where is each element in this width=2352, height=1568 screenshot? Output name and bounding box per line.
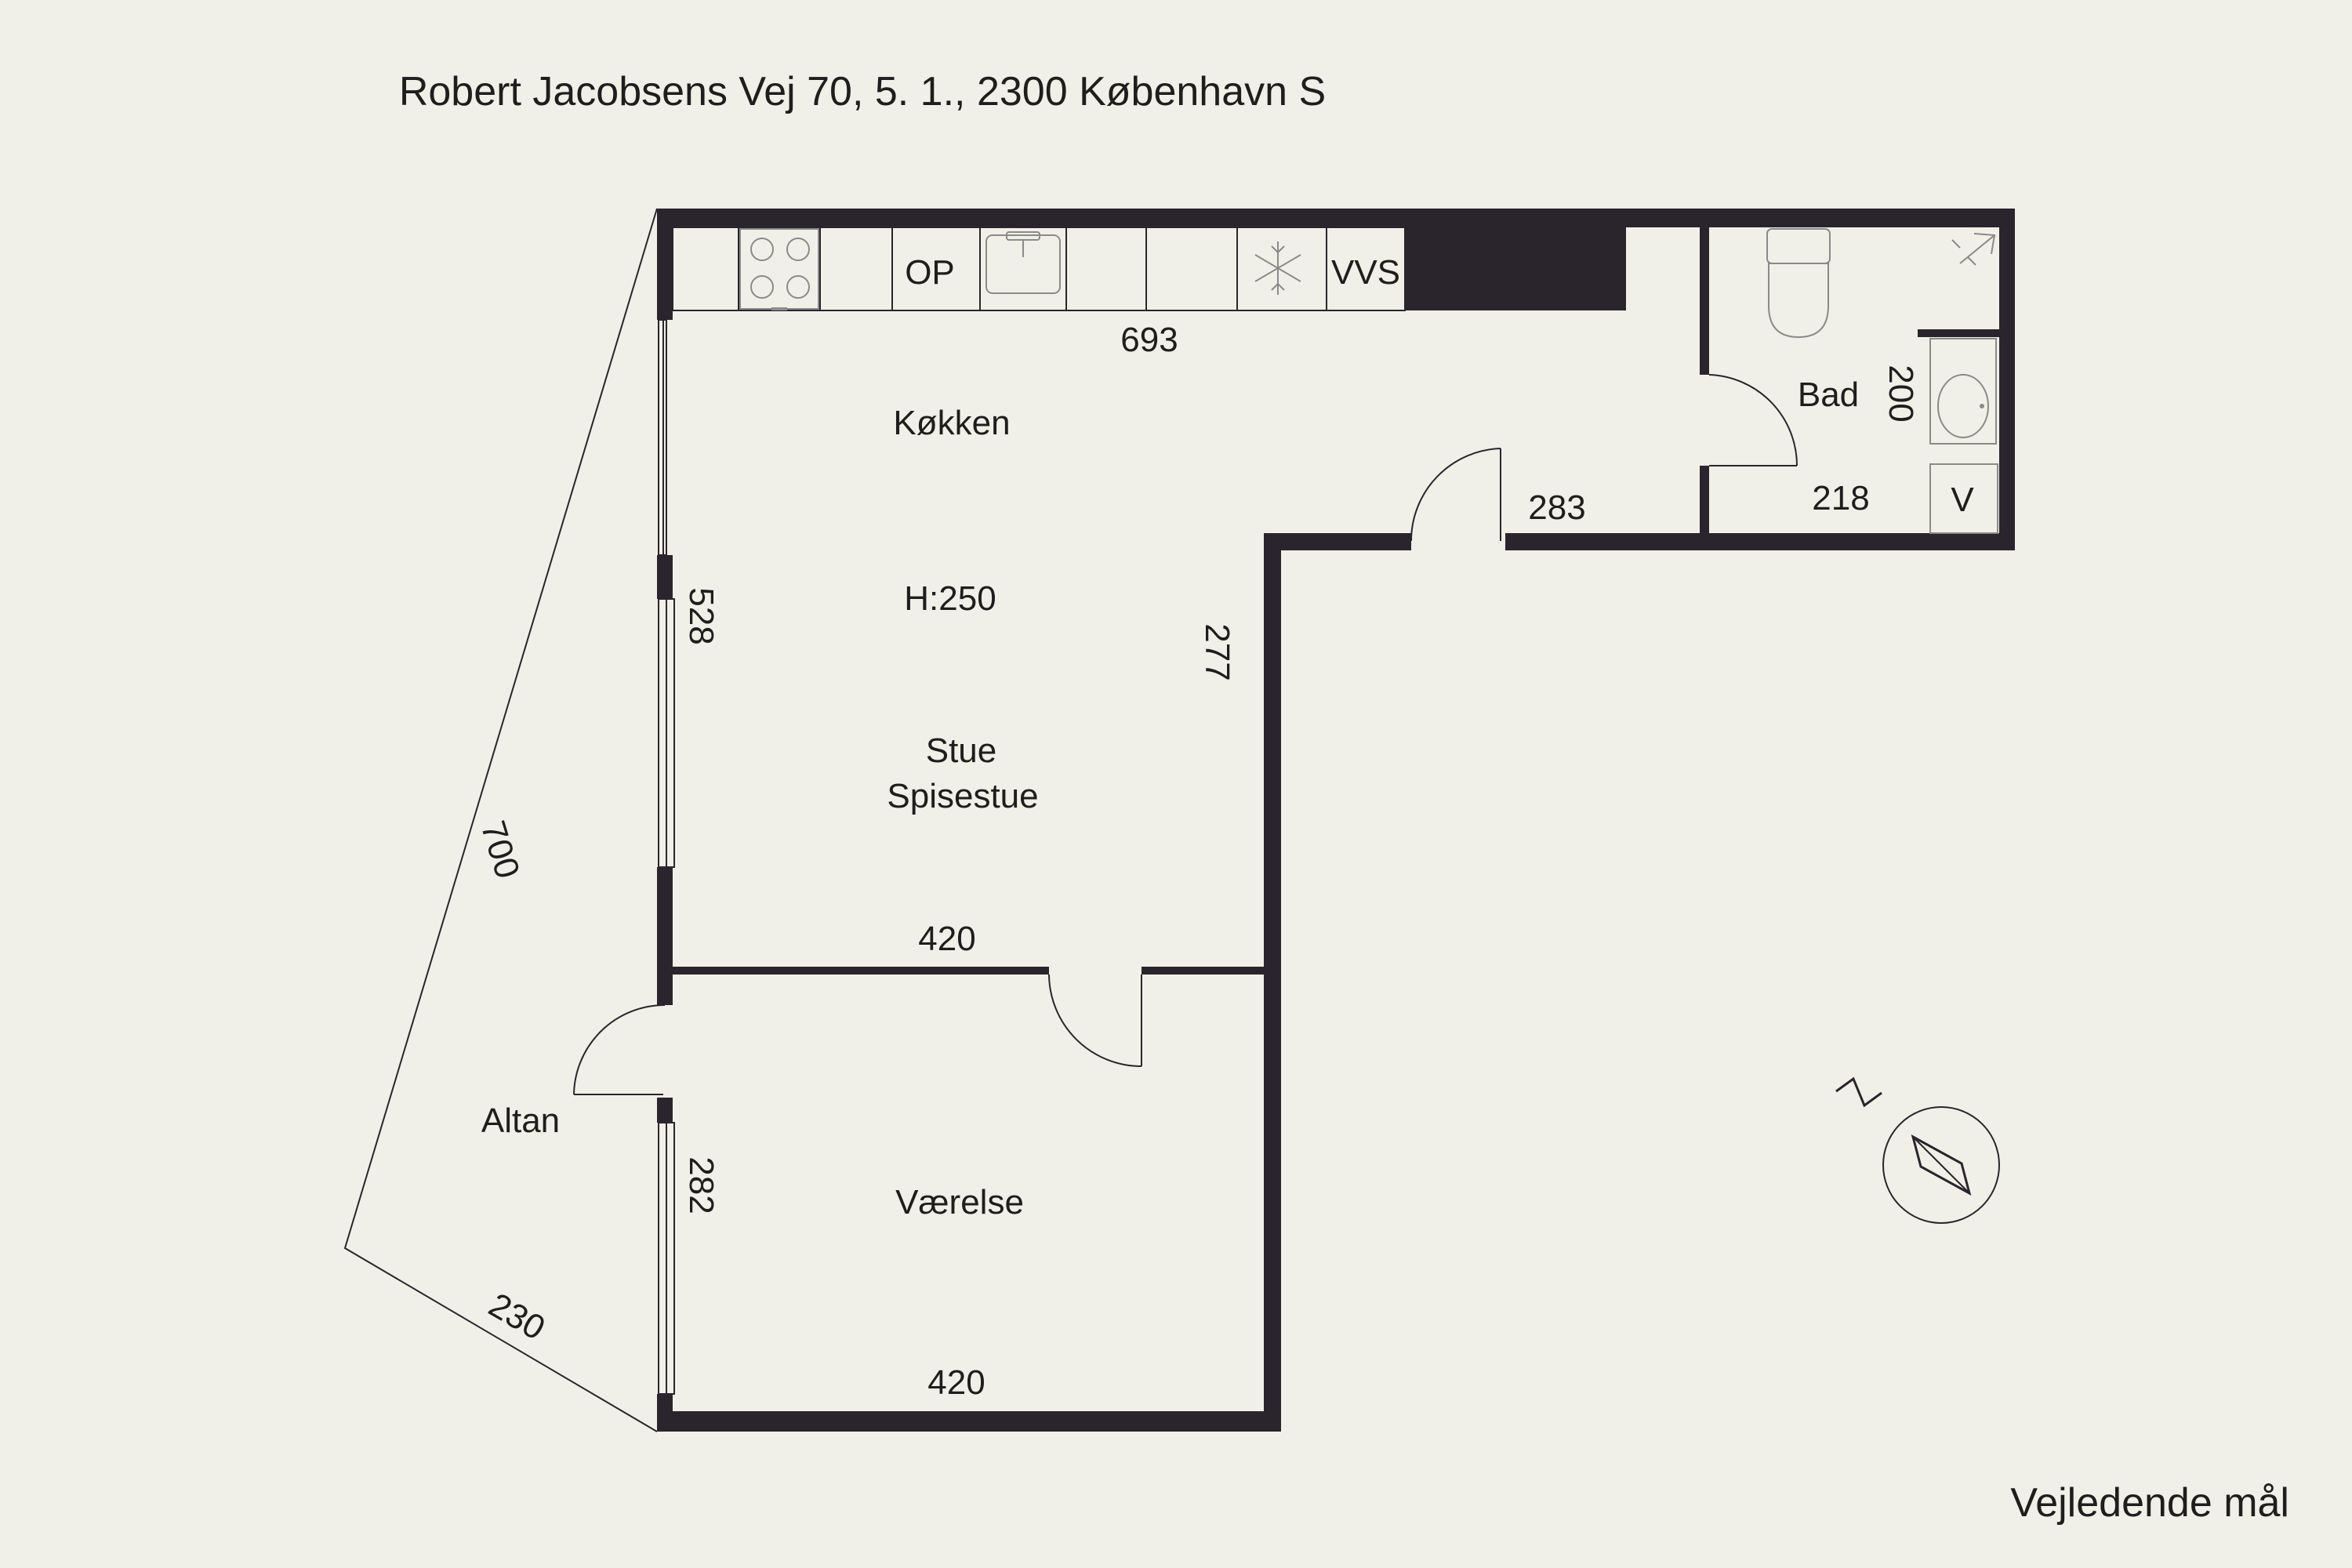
- ceiling-height-label: H:250: [904, 579, 996, 618]
- room-label-dining: Spisestue: [887, 777, 1038, 815]
- kitchen-counter: [672, 227, 1406, 311]
- kitchen-sink-icon: [985, 231, 1061, 294]
- dimension-balcony-long: 700: [474, 816, 527, 883]
- compass: [1835, 1076, 2000, 1224]
- dimension-inner-right: 277: [1198, 623, 1236, 681]
- stove-icon: [739, 228, 819, 310]
- dimension-balcony-short: 230: [482, 1286, 551, 1348]
- dimension-bath-width: 218: [1812, 479, 1869, 517]
- dimension-bedroom-width: 420: [927, 1363, 985, 1402]
- room-label-bath: Bad: [1798, 376, 1859, 414]
- dimension-kitchen-top: 693: [1120, 321, 1178, 359]
- toilet-icon: [1766, 228, 1831, 339]
- dimension-bedroom-left: 282: [682, 1156, 720, 1214]
- disclaimer-note: Vejledende mål: [2010, 1480, 2289, 1526]
- dimension-corridor: 283: [1528, 488, 1585, 527]
- doors: [573, 374, 1798, 1095]
- oven-label: OP: [905, 253, 955, 292]
- vvs-label: VVS: [1331, 253, 1400, 292]
- washer-box: [1929, 463, 1998, 534]
- shower-icon: [1951, 233, 1996, 266]
- bathroom-sink-icon: [1929, 338, 1997, 445]
- windows: [658, 319, 675, 1395]
- room-label-balcony: Altan: [481, 1102, 560, 1140]
- snowflake-icon: [1254, 241, 1301, 295]
- walls: [657, 209, 2015, 1432]
- dimension-left-upper: 528: [682, 587, 720, 644]
- north-arrow-icon: [1835, 1076, 1882, 1108]
- address-title: Robert Jacobsens Vej 70, 5. 1., 2300 Køb…: [399, 69, 1326, 114]
- room-label-kitchen: Køkken: [893, 404, 1010, 442]
- balcony-outline: [343, 208, 658, 1432]
- dimension-bath-height: 200: [1882, 365, 1920, 422]
- washer-label: V: [1951, 481, 1974, 519]
- room-label-bedroom: Værelse: [895, 1183, 1024, 1221]
- dimension-living-width: 420: [918, 920, 975, 958]
- room-label-living: Stue: [926, 731, 997, 770]
